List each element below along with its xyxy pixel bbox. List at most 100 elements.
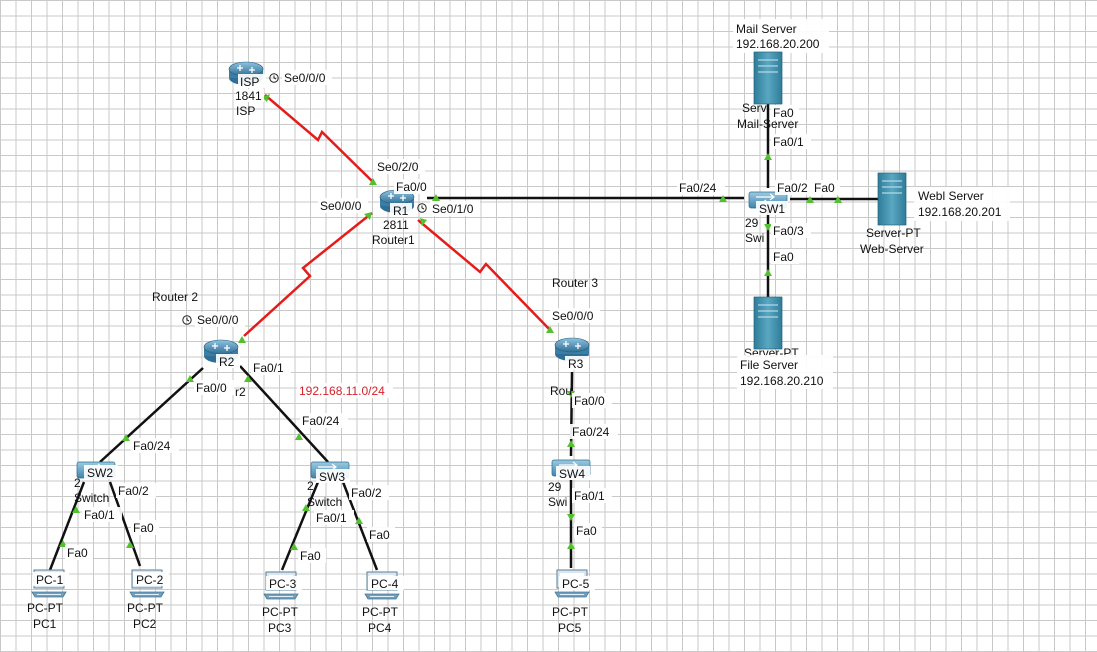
device-name: SW4 bbox=[559, 467, 585, 481]
port-label: Se0/0/0 bbox=[320, 199, 362, 213]
device-sw4[interactable]: SW4 29 Swi bbox=[548, 459, 591, 509]
port-light bbox=[262, 94, 270, 102]
pc-name: PC-1 bbox=[36, 573, 64, 587]
port-label: Fa0/24 bbox=[133, 439, 171, 453]
device-r1[interactable]: 2811 Router1 R1 bbox=[372, 189, 415, 247]
port-label: Fa0 bbox=[133, 521, 154, 535]
server-ip: 192.168.20.201 bbox=[918, 205, 1002, 219]
clock-icon bbox=[417, 203, 427, 213]
port-label: Fa0/1 bbox=[574, 489, 605, 503]
port-light bbox=[567, 440, 575, 447]
pc-type: PC-PT bbox=[27, 601, 64, 615]
pc-name: PC-2 bbox=[136, 573, 164, 587]
server-hostname: Web-Server bbox=[860, 242, 924, 256]
pc-hostname: PC4 bbox=[368, 621, 392, 635]
port-label: Fa0 bbox=[773, 106, 794, 120]
device-hostname: Rou bbox=[550, 384, 572, 398]
device-web-server[interactable]: Webl Server 192.168.20.201 Server-PT Web… bbox=[860, 172, 1010, 256]
server-ip: 192.168.20.200 bbox=[736, 37, 820, 51]
device-file-server[interactable]: Server-PT File Server 192.168.20.210 bbox=[737, 296, 833, 389]
server-type: Serv bbox=[742, 101, 767, 115]
port-labels: Se0/0/0 Se0/2/0 Fa0/0 Se0/0/0 Se0/1/0 Se… bbox=[65, 70, 840, 563]
port-light bbox=[719, 195, 727, 202]
device-name: R1 bbox=[393, 204, 409, 218]
device-label: Router 3 bbox=[552, 276, 598, 290]
pc-type: PC-PT bbox=[127, 601, 164, 615]
pc-hostname: PC2 bbox=[133, 617, 157, 631]
serial-link-isp-r1[interactable] bbox=[264, 94, 374, 183]
port-label: Se0/0/0 bbox=[284, 71, 326, 85]
server-hostname: Mail-Server bbox=[737, 117, 798, 131]
device-mail-server[interactable]: Mail Server 192.168.20.200 Serv Mail-Ser… bbox=[733, 19, 829, 131]
device-pc2[interactable]: PC-2 PC-PT PC2 bbox=[127, 569, 169, 631]
ethernet-link-sw3-pc3[interactable] bbox=[280, 481, 320, 571]
port-light bbox=[567, 542, 575, 549]
port-light bbox=[295, 433, 303, 440]
device-isp[interactable]: 1841 ISP ISP bbox=[228, 61, 266, 118]
pc-name: PC-4 bbox=[371, 577, 399, 591]
port-light bbox=[834, 196, 842, 203]
server-ip: 192.168.20.210 bbox=[740, 374, 824, 388]
server-icon bbox=[877, 172, 907, 226]
port-light bbox=[122, 434, 130, 441]
links bbox=[48, 94, 878, 571]
device-model: 2811 bbox=[383, 218, 409, 232]
port-light bbox=[806, 196, 814, 203]
serial-link-r1-r2[interactable] bbox=[243, 212, 373, 337]
clock-icon bbox=[269, 73, 279, 83]
pc-name: PC-3 bbox=[269, 577, 297, 591]
port-light bbox=[238, 336, 246, 343]
device-name: ISP bbox=[240, 75, 259, 89]
device-pc5[interactable]: PC-5 PC-PT PC5 bbox=[552, 569, 595, 635]
port-light bbox=[355, 517, 363, 524]
clock-icon bbox=[182, 315, 192, 325]
device-pc3[interactable]: PC-3 PC-PT PC3 bbox=[262, 571, 302, 635]
ethernet-link-sw3-pc4[interactable] bbox=[341, 481, 379, 571]
device-r2[interactable]: Router 2 R2 r2 bbox=[152, 290, 246, 399]
device-pc4[interactable]: PC-4 PC-PT PC4 bbox=[362, 571, 404, 635]
port-label: Fa0 bbox=[67, 546, 88, 560]
device-name: SW3 bbox=[319, 470, 345, 484]
pc-hostname: PC5 bbox=[558, 621, 582, 635]
device-sw3[interactable]: SW3 2 Switch bbox=[307, 461, 350, 509]
device-model: 29 bbox=[548, 480, 562, 494]
port-light bbox=[546, 326, 554, 333]
server-name: Webl Server bbox=[918, 189, 984, 203]
ethernet-link-r2-sw2[interactable] bbox=[99, 367, 204, 463]
port-lights bbox=[59, 94, 842, 550]
subnet-note[interactable]: 192.168.11.0/24 bbox=[299, 384, 385, 398]
device-model: 29 bbox=[745, 216, 759, 230]
port-label: Fa0/2 bbox=[777, 181, 808, 195]
device-hostname: Swi bbox=[745, 231, 764, 245]
ethernet-link-r2-sw3[interactable] bbox=[239, 365, 329, 463]
port-light bbox=[72, 506, 80, 513]
device-label: Router 2 bbox=[152, 290, 198, 304]
serial-link-r1-r3[interactable] bbox=[417, 219, 553, 333]
port-label: Fa0/0 bbox=[574, 394, 605, 408]
port-label: Fa0/1 bbox=[84, 508, 115, 522]
port-light bbox=[567, 391, 575, 398]
server-name: Mail Server bbox=[736, 22, 797, 36]
device-sw1[interactable]: SW1 29 Swi bbox=[745, 191, 788, 245]
ethernet-link-sw2-pc2[interactable] bbox=[108, 481, 142, 567]
port-light bbox=[764, 224, 772, 231]
port-light bbox=[186, 375, 194, 382]
device-r3[interactable]: Router 3 R3 Rou bbox=[550, 276, 598, 398]
server-icon bbox=[753, 51, 783, 105]
device-model: 2 bbox=[307, 479, 314, 493]
ethernet-link-sw2-pc1[interactable] bbox=[48, 481, 86, 571]
port-label: Fa0/1 bbox=[773, 135, 804, 149]
pc-name: PC-5 bbox=[562, 577, 590, 591]
port-label: Se0/0/0 bbox=[197, 313, 239, 327]
device-model: 1841 bbox=[235, 89, 262, 103]
device-hostname: Swi bbox=[548, 495, 567, 509]
device-sw2[interactable]: SW2 2 Switch bbox=[74, 461, 118, 505]
device-hostname: Switch bbox=[74, 491, 109, 505]
device-pc1[interactable]: PC-1 PC-PT PC1 bbox=[27, 569, 69, 631]
port-label: Fa0 bbox=[576, 524, 597, 538]
device-name: R3 bbox=[568, 357, 584, 371]
port-label: Fa0/24 bbox=[302, 414, 340, 428]
port-label: Fa0/24 bbox=[679, 181, 717, 195]
port-label: Fa0/2 bbox=[118, 484, 149, 498]
